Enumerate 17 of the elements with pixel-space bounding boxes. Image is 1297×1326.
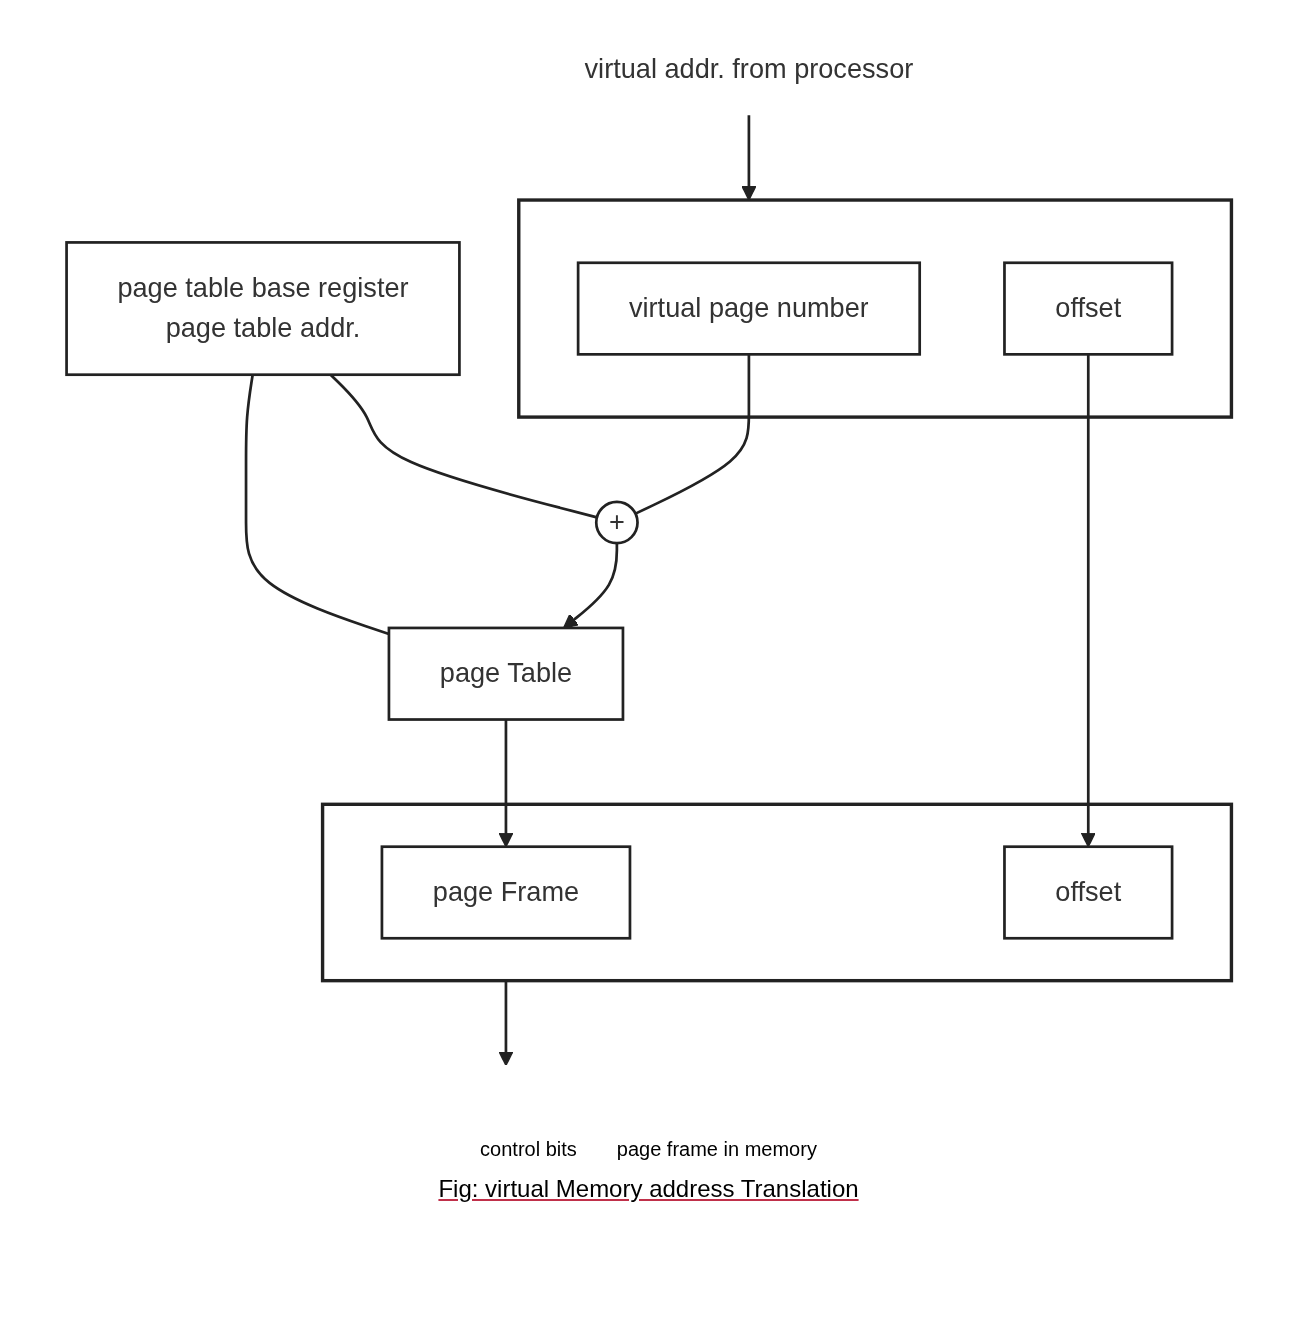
node-box: page Table: [387, 626, 624, 721]
table-label: page frame in memory: [616, 1138, 817, 1161]
connector: [634, 354, 750, 515]
node-box: offset: [1002, 261, 1173, 356]
node-box: page Frame: [380, 845, 631, 940]
node-box: page table base register page table addr.: [64, 241, 461, 377]
node-circle: +: [594, 500, 639, 545]
connector: [244, 374, 389, 636]
node-text: virtual addr. from processor: [584, 54, 913, 84]
table-label: control bits: [480, 1138, 577, 1161]
arrow: [740, 115, 756, 201]
arrow: [498, 980, 513, 1067]
cluster: [516, 198, 1233, 419]
node-box: virtual page number: [576, 261, 921, 356]
figure-caption: Fig: virtual Memory address Translation: [438, 1175, 859, 1203]
cluster: [320, 802, 1233, 983]
node-box: offset: [1002, 845, 1173, 940]
